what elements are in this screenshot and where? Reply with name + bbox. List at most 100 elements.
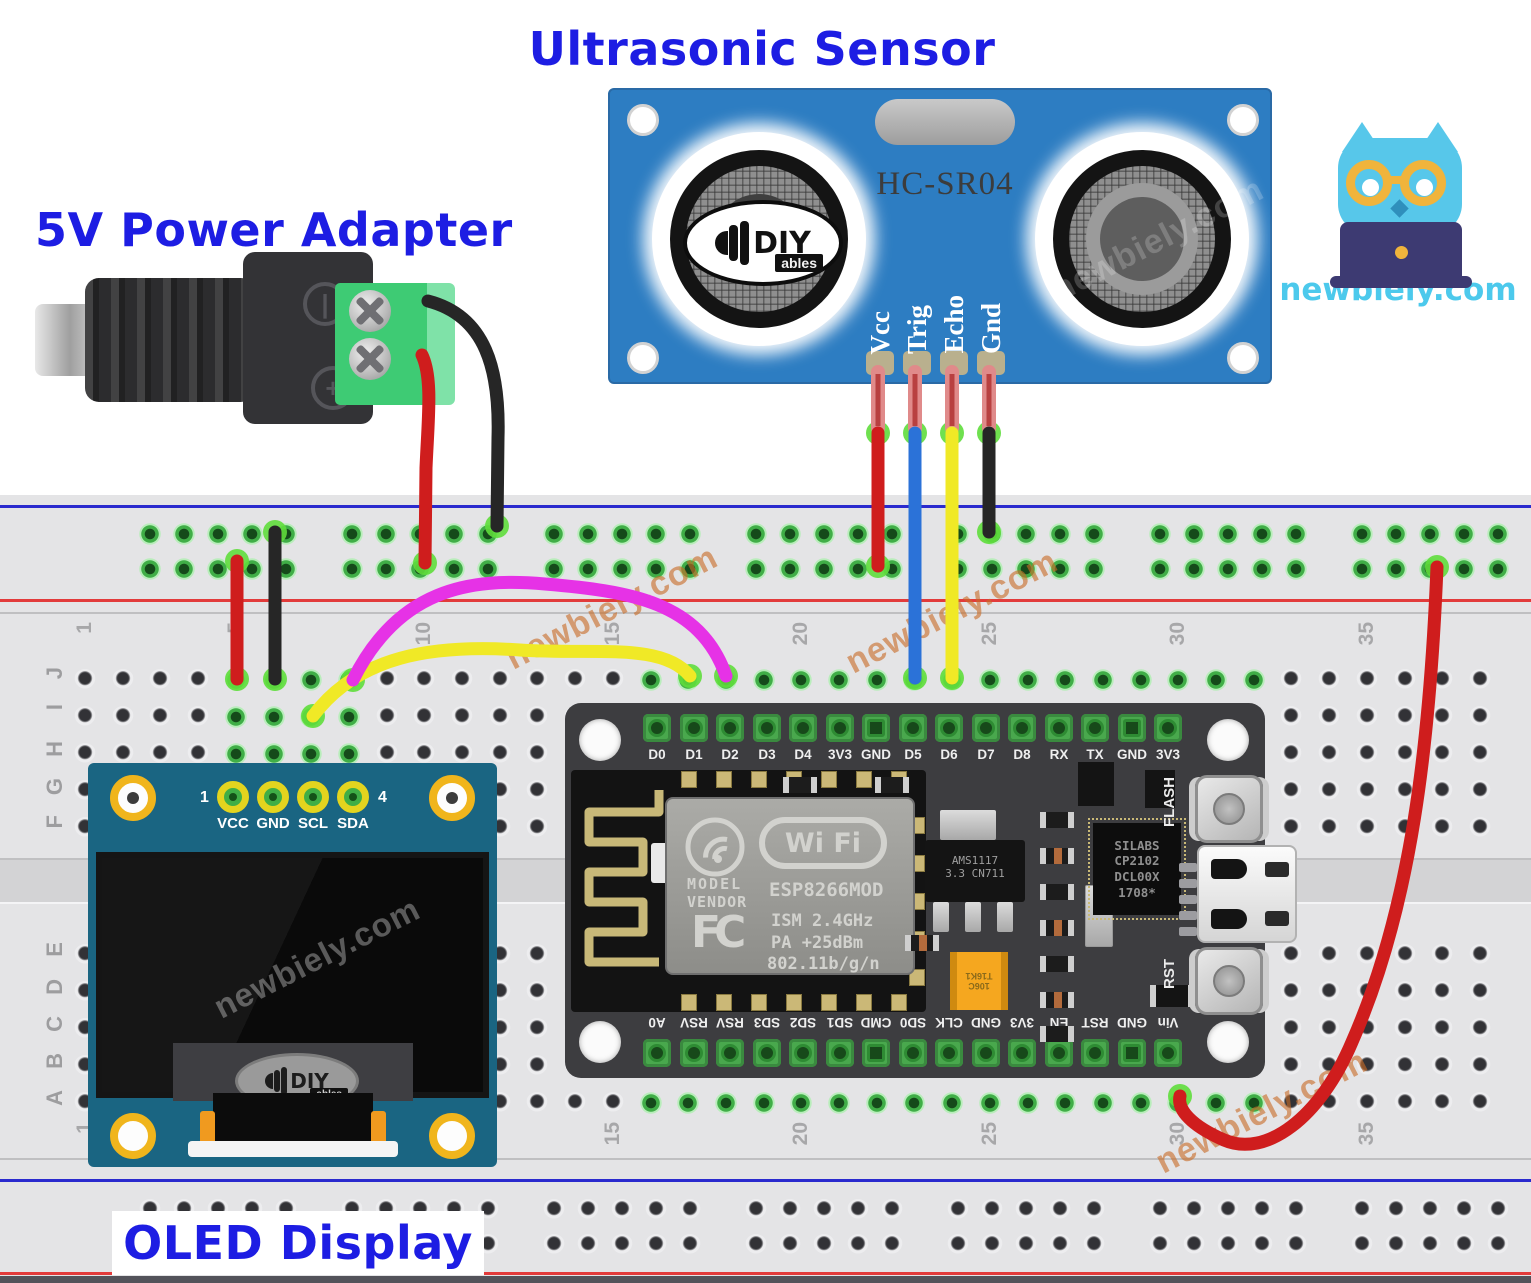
nodemcu-pin-pad: [716, 1039, 744, 1067]
breadboard-hole: [1318, 669, 1341, 691]
nodemcu-pin-label: 3V3: [1155, 747, 1181, 762]
breadboard-hole: [677, 1092, 700, 1114]
breadboard-hole: [341, 558, 363, 580]
regulator-text: AMS1117: [951, 854, 999, 867]
breadboard-hole: [645, 1234, 667, 1256]
breadboard-hole: [1355, 780, 1378, 802]
breadboard-hole: [1393, 944, 1416, 966]
breadboard-hole: [451, 743, 473, 765]
breadboard-hole: [1149, 523, 1171, 545]
breadboard-hole: [679, 558, 701, 580]
breadboard-hole: [526, 1055, 549, 1077]
breadboard-hole: [813, 558, 835, 580]
breadboard-hole: [978, 669, 1001, 691]
mount-hole: [110, 1113, 156, 1159]
voltage-regulator: AMS1117 3.3 CN711: [925, 840, 1025, 902]
breadboard-hole: [526, 743, 549, 765]
nodemcu-pin-label: D6: [940, 747, 958, 762]
breadboard-hole: [300, 743, 323, 765]
breadboard-hole: [543, 558, 565, 580]
nodemcu-pin-label: RX: [1049, 747, 1069, 762]
breadboard-bottom-edge: [0, 1276, 1531, 1283]
breadboard-hole: [1318, 1018, 1341, 1040]
breadboard-hole: [149, 706, 172, 728]
diyables-speaker-icon: [715, 221, 750, 265]
nodemcu-pin-label: D7: [977, 747, 995, 762]
breadboard-hole: [488, 669, 511, 691]
nodemcu-pin-pad: [972, 714, 1000, 742]
breadboard-hole: [1355, 669, 1378, 691]
oled-pin: [257, 781, 289, 813]
breadboard-hole: [828, 669, 850, 691]
module-vendor-text: VENDOR: [687, 893, 748, 911]
breadboard-hole: [601, 669, 624, 691]
mount-hole: [627, 104, 659, 136]
nodemcu-pin-pad: [680, 714, 708, 742]
breadboard-hole: [1280, 743, 1303, 765]
breadboard-hole: [1205, 669, 1227, 691]
breadboard-hole: [1355, 944, 1378, 966]
flash-button[interactable]: [1195, 775, 1263, 843]
breadboard-hole: [1049, 1199, 1071, 1221]
breadboard-hole: [1355, 1055, 1378, 1077]
breadboard-hole: [1251, 523, 1273, 545]
breadboard-hole: [1487, 523, 1509, 545]
breadboard-hole: [74, 743, 96, 765]
owl-glasses-icon: [1346, 160, 1392, 206]
breadboard-hole: [981, 1199, 1003, 1221]
wire-adapter-negative: [421, 294, 505, 533]
module-pa-text: PA +25dBm: [771, 933, 864, 953]
breadboard-hole: [947, 1234, 969, 1256]
breadboard-hole: [1355, 817, 1378, 839]
breadboard-hole: [1285, 1234, 1307, 1256]
screw-cutout: [579, 1021, 621, 1063]
breadboard-hole: [1453, 558, 1475, 580]
breadboard-hole: [1149, 1234, 1171, 1256]
connector-clip: [371, 1111, 386, 1145]
breadboard-hole: [1318, 780, 1341, 802]
breadboard-hole: [1318, 743, 1341, 765]
breadboard-hole: [1431, 743, 1454, 765]
breadboard-hole: [1049, 1234, 1071, 1256]
reset-button[interactable]: [1195, 947, 1263, 1015]
castellated-pad: [856, 994, 872, 1011]
module-model-text: MODEL: [687, 875, 743, 893]
castellated-pad: [821, 771, 837, 788]
breadboard-hole: [1393, 1092, 1416, 1114]
nodemcu-pin-pad: [1118, 714, 1146, 742]
laptop-base-icon: [1330, 276, 1472, 288]
breadboard-hole: [752, 1092, 775, 1114]
breadboard-hole: [1468, 1092, 1491, 1114]
diyables-logo: DIY ables: [683, 200, 843, 286]
smd-component: [1040, 992, 1074, 1008]
nodemcu-pin-label: D0: [648, 747, 666, 762]
breadboard-hole: [1487, 1234, 1509, 1256]
breadboard-hole: [1351, 1199, 1373, 1221]
mount-hole: [429, 775, 475, 821]
breadboard-hole: [1487, 558, 1509, 580]
breadboard-hole: [1393, 1018, 1416, 1040]
oled-title-box: OLED Display: [112, 1211, 484, 1275]
module-name-text: ESP8266MOD: [769, 879, 884, 901]
castellated-pad: [681, 994, 697, 1011]
oled-pin-label: SDA: [337, 815, 369, 832]
terminal-screw: [349, 338, 391, 380]
nodemcu-pin-pad: [643, 714, 671, 742]
regulator-leg: [997, 902, 1013, 932]
chip-text: 1708*: [1118, 884, 1156, 900]
smd-component: [905, 935, 939, 951]
screw-cutout: [579, 719, 621, 761]
owl-glasses-icon: [1400, 160, 1446, 206]
breadboard-hole: [443, 558, 465, 580]
breadboard-hole: [577, 558, 599, 580]
breadboard-hole: [779, 558, 801, 580]
top-rail-negative-line: [0, 505, 1531, 508]
nodemcu-pin-pad: [1008, 714, 1036, 742]
antenna-trace-icon: [584, 790, 664, 967]
breadboard-hole: [173, 558, 195, 580]
breadboard-hole: [1453, 1199, 1475, 1221]
nodemcu-pin-label: TX: [1086, 747, 1104, 762]
breadboard-hole: [1419, 523, 1441, 545]
micro-usb-port[interactable]: [1197, 845, 1297, 943]
breadboard-hole: [1351, 1234, 1373, 1256]
